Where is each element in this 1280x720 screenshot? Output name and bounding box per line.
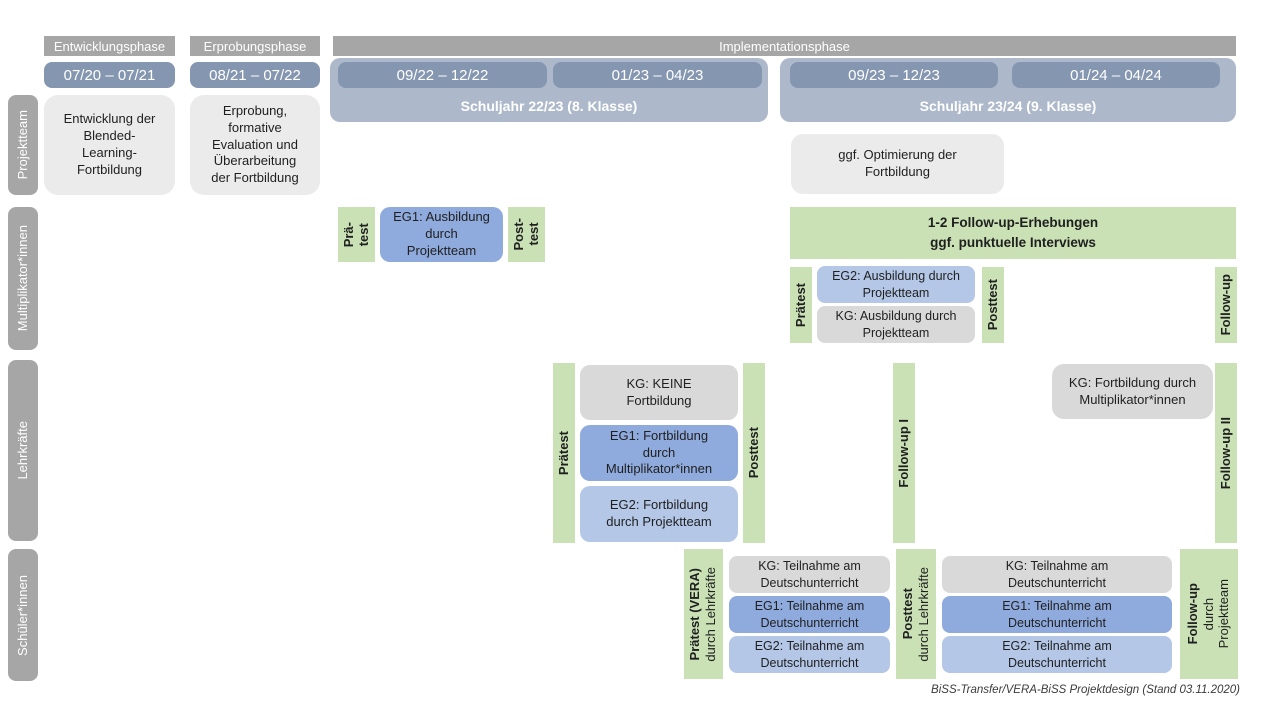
- date-bar-0821-0722: 08/21 – 07/22: [190, 62, 320, 88]
- box-text: EG1: Ausbildung durch Projektteam: [393, 209, 490, 258]
- date-label: 01/24 – 04/24: [1070, 66, 1162, 84]
- date-label: 08/21 – 07/22: [209, 66, 301, 84]
- bar-posttest-schueler: Posttest durch Lehrkräfte: [896, 549, 936, 679]
- bar-followup-multiplikatoren: Follow-up: [1215, 267, 1237, 343]
- bar-text: Post- test: [510, 218, 541, 251]
- bar-followup2-lehrkraefte: Follow-up II: [1215, 363, 1237, 543]
- bar-followup1-lehrkraefte: Follow-up I: [893, 363, 915, 543]
- row-label-multiplikatorinnen: Multiplikator*innen: [8, 207, 38, 350]
- followup-line2: ggf. punktuelle Interviews: [930, 235, 1096, 250]
- date-label: 01/23 – 04/23: [611, 66, 704, 84]
- box-followup-erhebungen: 1-2 Follow-up-Erhebungen ggf. punktuelle…: [790, 207, 1236, 259]
- box-entwicklung-fortbildung: Entwicklung der Blended- Learning- Fortb…: [44, 95, 175, 195]
- phase-header-implementationsphase: Implementationsphase: [333, 36, 1236, 56]
- box-eg1-teilnahme-2: EG1: Teilnahme am Deutschunterricht: [942, 596, 1172, 633]
- box-text: EG2: Teilnahme am Deutschunterricht: [754, 639, 865, 670]
- bar-text-main: Prätest (VERA): [687, 567, 703, 661]
- bar-text-sub: durch Lehrkräfte: [915, 566, 931, 662]
- date-label: 09/22 – 12/22: [396, 66, 489, 84]
- box-erprobung-evaluation: Erprobung, formative Evaluation und Über…: [190, 95, 320, 195]
- row-label-lehrkraefte: Lehrkräfte: [8, 360, 38, 541]
- bar-text: Follow-up I: [895, 418, 911, 488]
- followup-line1: 1-2 Follow-up-Erhebungen: [927, 214, 1099, 230]
- box-eg2-teilnahme-2: EG2: Teilnahme am Deutschunterricht: [942, 636, 1172, 673]
- box-kg-ausbildung: KG: Ausbildung durch Projektteam: [817, 306, 975, 343]
- bar-followup-schueler: Follow-up durch Projektteam: [1180, 549, 1238, 679]
- date-label: 07/20 – 07/21: [63, 66, 156, 84]
- bar-text: Follow-up II: [1217, 416, 1233, 490]
- schoolyear-label: Schuljahr 23/24 (9. Klasse): [919, 98, 1097, 114]
- phase-label: Erprobungsphase: [203, 38, 307, 54]
- phase-label: Implementationsphase: [719, 38, 850, 54]
- box-optimierung-fortbildung: ggf. Optimierung der Fortbildung: [791, 134, 1004, 194]
- date-bar-0720-0721: 07/20 – 07/21: [44, 62, 175, 88]
- bar-praetest2-multiplikatoren: Prätest: [790, 267, 812, 343]
- row-label-text: Multiplikator*innen: [14, 225, 30, 332]
- bar-text-main: Posttest: [899, 588, 915, 640]
- box-text: KG: Teilnahme am Deutschunterricht: [1005, 559, 1109, 590]
- bar-text: Prätest: [555, 430, 571, 476]
- box-text: Entwicklung der Blended- Learning- Fortb…: [63, 111, 156, 177]
- box-text: EG2: Ausbildung durch Projektteam: [832, 269, 960, 300]
- box-kg-teilnahme-2: KG: Teilnahme am Deutschunterricht: [942, 556, 1172, 593]
- box-text: Erprobung, formative Evaluation und Über…: [211, 102, 299, 186]
- box-kg-keine-fortbildung: KG: KEINE Fortbildung: [580, 365, 738, 420]
- box-text: KG: KEINE Fortbildung: [626, 375, 692, 408]
- date-bar-0922-1222: 09/22 – 12/22: [338, 62, 547, 88]
- box-kg-fortbildung-multiplikatoren: KG: Fortbildung durch Multiplikator*inne…: [1052, 364, 1213, 419]
- date-label: 09/23 – 12/23: [848, 66, 940, 84]
- box-text: EG1: Teilnahme am Deutschunterricht: [754, 599, 865, 630]
- bar-text: Posttest: [984, 279, 1000, 331]
- bar-posttest-multiplikatoren: Post- test: [508, 207, 545, 262]
- box-eg2-teilnahme-1: EG2: Teilnahme am Deutschunterricht: [729, 636, 890, 673]
- date-bar-0124-0424: 01/24 – 04/24: [1012, 62, 1220, 88]
- box-text: EG2: Teilnahme am Deutschunterricht: [1002, 639, 1112, 670]
- bar-posttest2-multiplikatoren: Posttest: [982, 267, 1004, 343]
- box-text: KG: Teilnahme am Deutschunterricht: [758, 559, 861, 590]
- bar-text: Prätest: [792, 282, 808, 328]
- schoolyear-label: Schuljahr 22/23 (8. Klasse): [460, 98, 638, 114]
- bar-praetest-lehrkraefte: Prätest: [553, 363, 575, 543]
- box-eg2-fortbildung: EG2: Fortbildung durch Projektteam: [580, 486, 738, 542]
- date-bar-0923-1223: 09/23 – 12/23: [790, 62, 998, 88]
- bar-text-sub: durch Projektteam: [1201, 579, 1231, 649]
- bar-posttest-lehrkraefte: Posttest: [743, 363, 765, 543]
- box-text: ggf. Optimierung der Fortbildung: [838, 147, 957, 179]
- bar-text: Posttest: [745, 427, 761, 479]
- bar-text: Follow-up: [1217, 274, 1233, 336]
- bar-praetest-multiplikatoren: Prä- test: [338, 207, 375, 262]
- box-eg1-ausbildung: EG1: Ausbildung durch Projektteam: [380, 207, 503, 262]
- bar-text-sub: durch Lehrkräfte: [703, 566, 718, 662]
- row-label-text: Lehrkräfte: [14, 421, 30, 480]
- phase-label: Entwicklungsphase: [53, 38, 166, 54]
- bar-praetest-vera-schueler: Prätest (VERA) durch Lehrkräfte: [684, 549, 723, 679]
- box-text: KG: Ausbildung durch Projektteam: [835, 309, 957, 340]
- box-text: KG: Fortbildung durch Multiplikator*inne…: [1068, 374, 1197, 407]
- box-eg1-fortbildung: EG1: Fortbildung durch Multiplikator*inn…: [580, 425, 738, 481]
- bar-text: Prä- test: [340, 221, 371, 248]
- row-label-text: Projektteam: [14, 110, 30, 180]
- box-text: EG2: Fortbildung durch Projektteam: [606, 497, 712, 529]
- box-text: EG1: Fortbildung durch Multiplikator*inn…: [605, 427, 713, 477]
- box-text: EG1: Teilnahme am Deutschunterricht: [1002, 599, 1112, 630]
- phase-header-erprobungsphase: Erprobungsphase: [190, 36, 320, 56]
- bar-text-main: Follow-up: [1185, 583, 1201, 645]
- row-label-text: Schüler*innen: [14, 574, 30, 656]
- date-bar-0123-0423: 01/23 – 04/23: [553, 62, 762, 88]
- phase-header-entwicklungsphase: Entwicklungsphase: [44, 36, 175, 56]
- box-eg1-teilnahme-1: EG1: Teilnahme am Deutschunterricht: [729, 596, 890, 633]
- row-label-projektteam: Projektteam: [8, 95, 38, 195]
- diagram-caption: BiSS-Transfer/VERA-BiSS Projektdesign (S…: [931, 684, 1240, 696]
- box-kg-teilnahme-1: KG: Teilnahme am Deutschunterricht: [729, 556, 890, 593]
- box-eg2-ausbildung: EG2: Ausbildung durch Projektteam: [817, 266, 975, 303]
- row-label-schuelerinnen: Schüler*innen: [8, 549, 38, 681]
